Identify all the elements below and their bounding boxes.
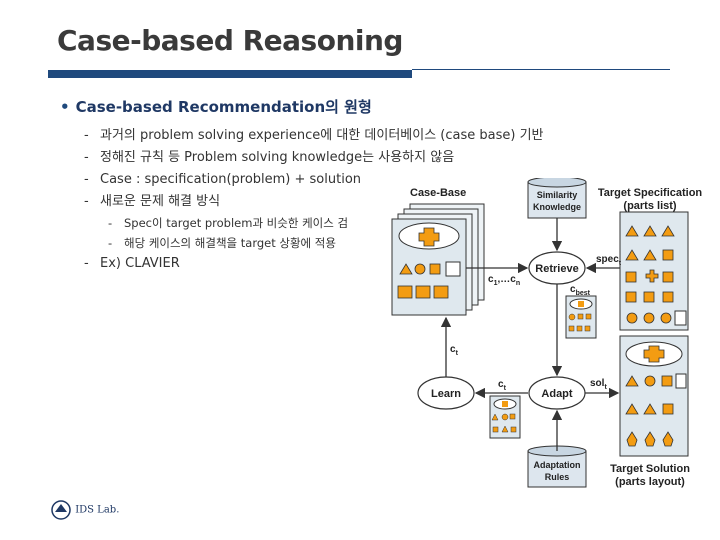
list-item: -새로운 문제 해결 방식 [84,194,221,209]
sub-list-item-text: Spec이 target problem과 비슷한 케이스 검 [124,216,349,230]
adaptation-rules-store: Adaptation Rules [527,445,587,488]
list-item: -정해진 규칙 등 Problem solving knowledge는 사용하… [84,150,455,165]
similarity-label: Similarity [537,190,578,200]
list-item-text: 새로운 문제 해결 방식 [100,194,221,209]
knowledge-label: Knowledge [533,202,581,212]
list-item-text: 정해진 규칙 등 Problem solving knowledge는 사용하지… [100,150,455,165]
title-underline-bar [48,70,412,78]
bullet-dot-icon: • [60,98,70,116]
target-spec-panel [619,211,689,331]
sub-list-item: -Spec이 target problem과 비슷한 케이스 검 [108,216,349,230]
main-bullet-text: Case-based Recommendation의 원형 [75,98,372,116]
adaptation-label: Adaptation [534,460,581,470]
c-best-mini-case [565,295,597,339]
similarity-knowledge-store: Similarity Knowledge [527,178,587,219]
target-spec-label: Target Specification [598,187,703,199]
slide-title: Case-based Reasoning [57,24,403,57]
list-item-text: 과거의 problem solving experience에 대한 데이터베이… [100,128,544,143]
learn-label: Learn [431,388,461,400]
list-item-text: Ex) CLAVIER [100,256,180,271]
list-item: -Ex) CLAVIER [84,256,180,271]
list-item-text: Case : specification(problem) + solution [100,172,362,187]
adapt-label: Adapt [541,388,573,400]
cbr-cycle-diagram: Case-Base Similarity Knowledge Target Sp… [391,178,703,488]
spec-t-label: spect [596,254,622,267]
c-t-side-label: ct [450,344,459,357]
parts-layout-label: (parts layout) [615,476,685,488]
cross-icon [418,227,440,247]
learn-node: Learn [417,376,475,410]
c-t-label: ct [498,379,507,392]
c-best-label: cbest [570,284,591,297]
main-bullet: • Case-based Recommendation의 원형 [60,96,372,117]
case-base-card [391,218,467,316]
rules-label: Rules [545,472,570,482]
target-solution-panel [619,335,689,457]
flow-arrows [440,218,620,451]
retrieve-node: Retrieve [528,251,586,285]
c1-cn-label: c1,…cn [488,274,520,287]
c-t-mini-case [489,395,521,439]
list-item: -Case : specification(problem) + solutio… [84,172,362,187]
adapt-node: Adapt [528,376,586,410]
parts-list-label: (parts list) [623,200,677,212]
bullet-list: -과거의 problem solving experience에 대한 데이터베… [84,125,544,275]
lab-emblem-icon [51,500,71,520]
sol-t-label: solt [590,378,607,391]
logo-text: IDS Lab. [75,504,120,516]
title-underline-rule [412,69,670,70]
case-base-label: Case-Base [410,187,466,199]
sub-list-item-text: 해당 케이스의 해결책을 target 상황에 적용 [124,236,336,250]
list-item: -과거의 problem solving experience에 대한 데이터베… [84,128,544,143]
sub-list-item: -해당 케이스의 해결책을 target 상황에 적용 [108,236,336,250]
target-solution-label: Target Solution [610,463,690,475]
ids-lab-logo: IDS Lab. [50,500,119,520]
retrieve-label: Retrieve [535,263,578,275]
